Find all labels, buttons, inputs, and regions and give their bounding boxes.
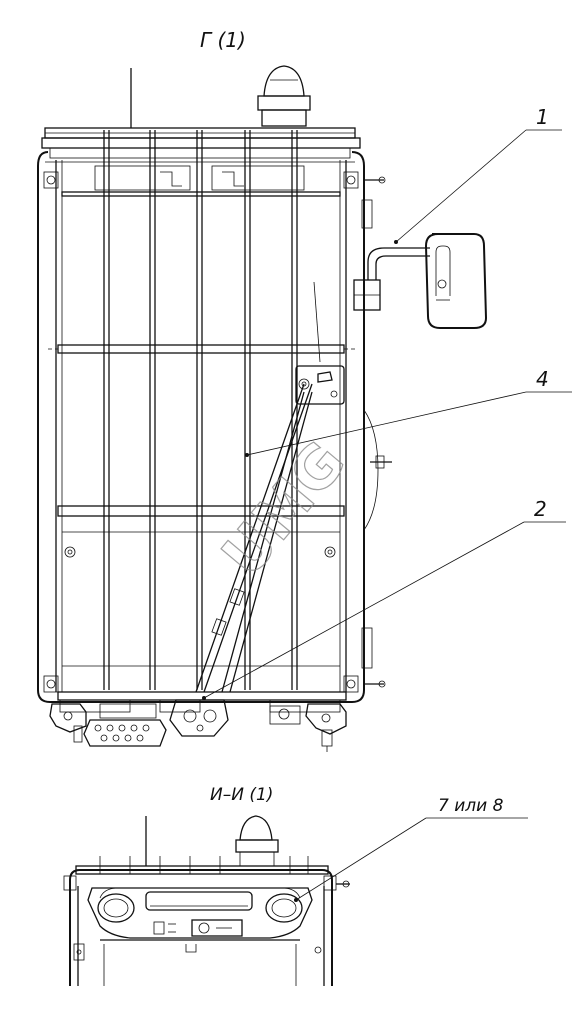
callout-2-label: 2 [534,497,547,521]
callout-7-8: 7 или 8 [294,796,528,902]
rear-view-mirror [353,233,488,329]
mid-rail [57,344,345,354]
beacon-light [257,65,311,127]
watermark-logo: UMG [209,429,359,589]
cab-section-view [63,815,350,986]
cab-outline [37,151,365,703]
roof-rail [41,127,361,163]
callout-4: 4 [245,367,572,457]
undercarriage [49,691,347,752]
cab-top-view [37,65,488,752]
lower-rail [57,505,345,517]
wiper-assembly [195,281,345,693]
callout-1: 1 [394,105,562,244]
callout-1-label: 1 [536,105,549,129]
right-brackets [343,171,386,693]
callout-2: 2 [202,497,566,700]
callout-4-label: 4 [536,367,549,391]
view-title-top: Г (1) [200,28,246,52]
guard-bars [103,130,298,690]
view-title-bottom: И–И (1) [210,785,273,805]
callout-7-8-label: 7 или 8 [438,796,504,816]
left-brackets [43,171,59,693]
